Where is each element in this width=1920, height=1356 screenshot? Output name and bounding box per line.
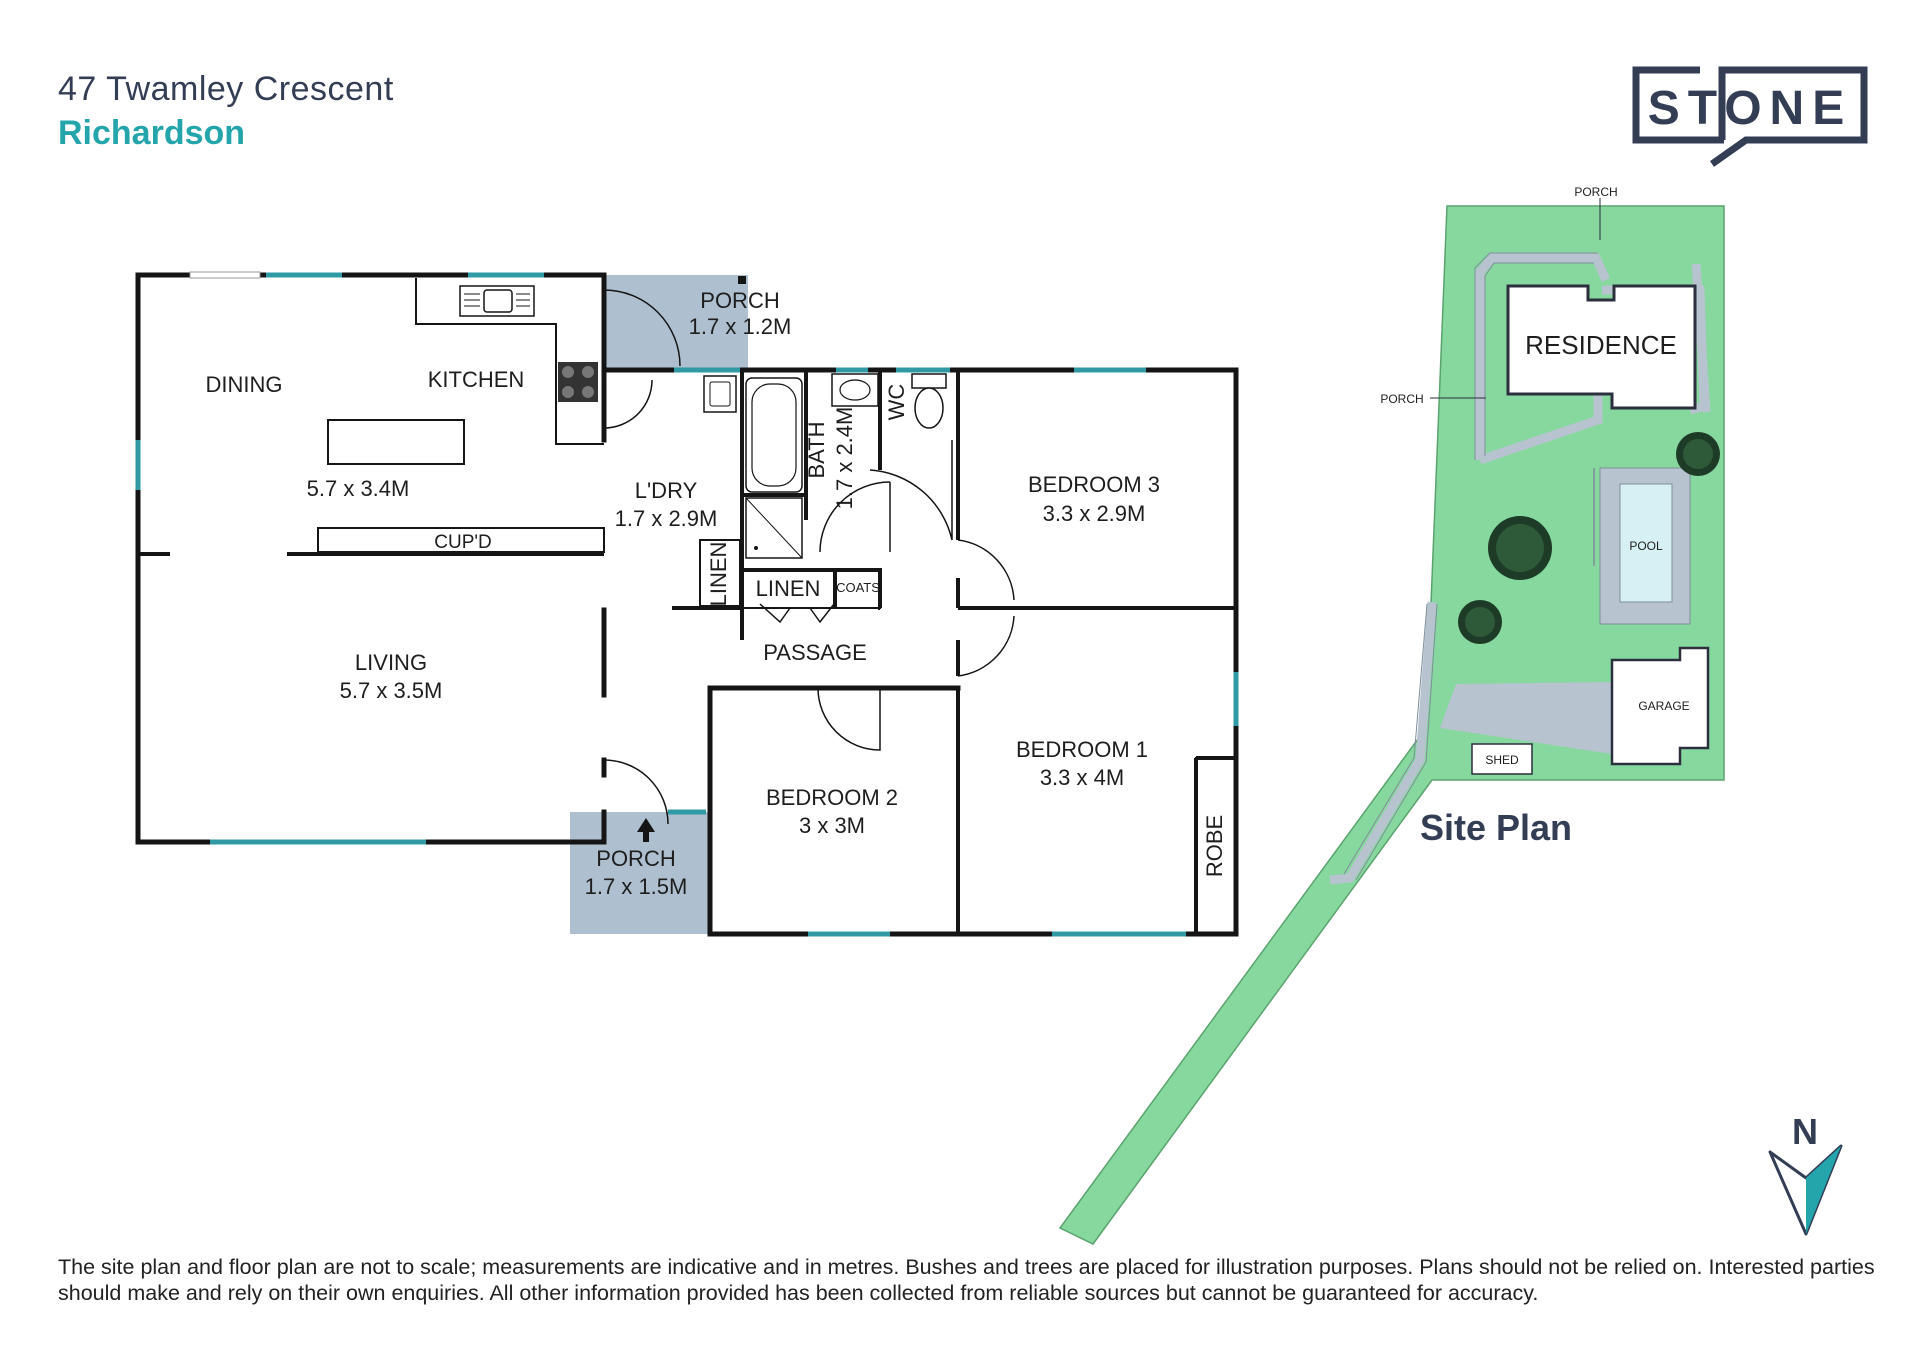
stone-logo: STONE [1632,66,1868,167]
sliding-door [189,271,261,279]
label-dining: DINING [206,372,283,397]
site-plan-title: Site Plan [1420,807,1572,848]
label-passage: PASSAGE [763,640,867,665]
label-bedroom3: BEDROOM 3 [1028,472,1160,497]
size-bath: 1.7 x 2.4M [832,407,857,510]
fixtures [459,276,947,842]
site-label-porch-side: PORCH [1380,392,1423,406]
sink-icon [459,285,535,317]
tree-icons [1458,432,1720,644]
site-label-shed: SHED [1485,753,1519,767]
address-suburb: Richardson [58,114,246,152]
site-label-residence: RESIDENCE [1525,330,1677,360]
site-label-porch-top: PORCH [1574,185,1617,199]
label-robe: ROBE [1202,815,1227,877]
label-bedroom2: BEDROOM 2 [766,785,898,810]
tree-icon-inner [1496,524,1544,572]
address-street: 47 Twamley Crescent [58,70,394,108]
residence-building [1506,284,1697,410]
size-porch-top: 1.7 x 1.2M [689,314,792,339]
label-coats: COATS [836,580,880,595]
logo-text: STONE [1648,82,1852,135]
label-bath: BATH [804,421,829,478]
windows [135,272,1239,937]
basin-icon [831,373,879,407]
label-living: LIVING [355,650,427,675]
label-porch-top: PORCH [700,288,779,313]
door-swings [603,289,1015,825]
tree-icon-inner [1683,439,1713,469]
size-dining-kitchen: 5.7 x 3.4M [307,476,410,501]
north-label: N [1792,1111,1818,1152]
size-bedroom3: 3.3 x 2.9M [1043,501,1146,526]
size-porch-bottom: 1.7 x 1.5M [585,874,688,899]
site-label-pool: POOL [1629,539,1663,553]
site-plan: PORCH PORCH RESIDENCE POOL GARAGE SHED S… [1058,185,1725,1245]
label-linen: LINEN [756,576,821,601]
disclaimer-text: The site plan and floor plan are not to … [58,1255,1875,1305]
shower-icon [745,497,803,559]
entry-arrow-icon [637,818,655,842]
site-block [1058,205,1725,1245]
laundry-tub-icon [703,375,737,413]
path-edges [1343,252,1598,881]
porch-top-area [604,275,748,370]
size-laundry: 1.7 x 2.9M [615,506,718,531]
cooktop-icon [558,362,598,402]
garage-building [1610,646,1710,766]
porch-bottom-area [570,812,708,934]
size-living: 5.7 x 3.5M [340,678,443,703]
north-arrow-icon: N [1768,1111,1843,1236]
toilet-icon [911,373,947,429]
pool-water [1619,483,1673,603]
shed-building [1471,743,1533,775]
downpipe [738,276,746,284]
bathtub-icon [745,377,803,493]
label-cupd: CUP'D [434,532,491,553]
label-linen-vertical: LINEN [706,542,731,607]
label-kitchen: KITCHEN [428,367,525,392]
size-bedroom1: 3.3 x 4M [1040,765,1124,790]
cupboard-lines [317,278,1237,935]
floor-plan: DINING KITCHEN 5.7 x 3.4M CUP'D LIVING 5… [135,271,1239,937]
label-wc: WC [884,384,909,421]
size-bedroom2: 3 x 3M [799,813,865,838]
label-porch-bottom: PORCH [596,846,675,871]
label-bedroom1: BEDROOM 1 [1016,737,1148,762]
site-label-garage: GARAGE [1638,699,1689,713]
tree-icon-inner [1465,607,1495,637]
label-laundry: L'DRY [635,478,698,503]
driveway [1440,682,1612,754]
